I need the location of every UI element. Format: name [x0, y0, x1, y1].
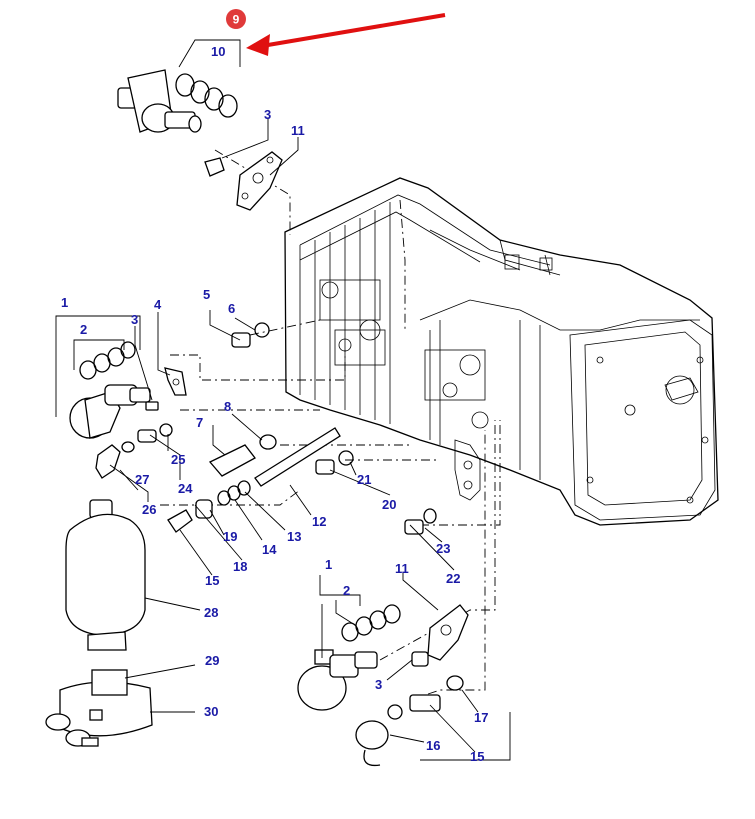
callout-12: 12	[312, 514, 326, 529]
solenoid-valve-lower	[297, 604, 401, 711]
callout-7: 7	[196, 415, 203, 430]
plug-21	[315, 450, 354, 475]
callout-2: 2	[343, 583, 350, 598]
callout-26: 26	[142, 502, 156, 517]
callout-13: 13	[287, 529, 301, 544]
callout-19: 19	[223, 529, 237, 544]
callout-22: 22	[446, 571, 460, 586]
callout-15: 15	[470, 749, 484, 764]
callout-27: 27	[135, 472, 149, 487]
callout-21: 21	[357, 472, 371, 487]
callout-1: 1	[61, 295, 68, 310]
callout-15: 15	[205, 573, 219, 588]
callout-11: 11	[395, 561, 409, 576]
callout-11: 11	[291, 123, 305, 138]
callout-24: 24	[178, 481, 193, 496]
callout-3: 3	[264, 107, 271, 122]
plug-23	[404, 508, 437, 535]
callout-18: 18	[233, 559, 247, 574]
callout-17: 17	[474, 710, 488, 725]
shaft	[254, 427, 341, 487]
callout-30: 30	[204, 704, 218, 719]
plug-top	[204, 157, 225, 177]
callout-14: 14	[262, 542, 277, 557]
bracket-clip	[164, 367, 187, 396]
highlight-arrow	[246, 13, 446, 56]
connector-fitting	[208, 434, 277, 477]
callout-29: 29	[205, 653, 219, 668]
callout-labels: 10 3 11 1 2 3 4 5 6 7 8 25 27 24 26 21 2…	[61, 44, 488, 764]
callout-3: 3	[375, 677, 382, 692]
callout-3: 3	[131, 312, 138, 327]
transmission-housing	[284, 177, 719, 526]
leader-lines	[55, 39, 511, 761]
callout-1: 1	[325, 557, 332, 572]
elbow-fitting	[95, 423, 173, 479]
solenoid-valve-top	[117, 69, 238, 133]
callout-16: 16	[426, 738, 440, 753]
gasket-top	[236, 151, 283, 211]
cap-and-fittings	[355, 675, 464, 767]
callout-25: 25	[171, 452, 185, 467]
callout-6: 6	[228, 301, 235, 316]
callout-5: 5	[203, 287, 210, 302]
assembly-centerlines	[160, 149, 501, 701]
clamp	[45, 669, 153, 747]
solenoid-valve-left	[69, 341, 159, 439]
callout-28: 28	[204, 605, 218, 620]
callout-4: 4	[154, 297, 162, 312]
callout-2: 2	[80, 322, 87, 337]
callout-23: 23	[436, 541, 450, 556]
accumulator	[65, 499, 146, 651]
plug-lower	[411, 651, 429, 667]
gasket-lower	[427, 604, 469, 661]
plug-and-seal-6	[231, 322, 270, 348]
callout-10: 10	[211, 44, 225, 59]
callout-8: 8	[224, 399, 231, 414]
callout-20: 20	[382, 497, 396, 512]
highlight-badge: 9	[226, 9, 246, 29]
fittings-13-19	[167, 480, 251, 533]
badge-label: 9	[233, 13, 240, 27]
